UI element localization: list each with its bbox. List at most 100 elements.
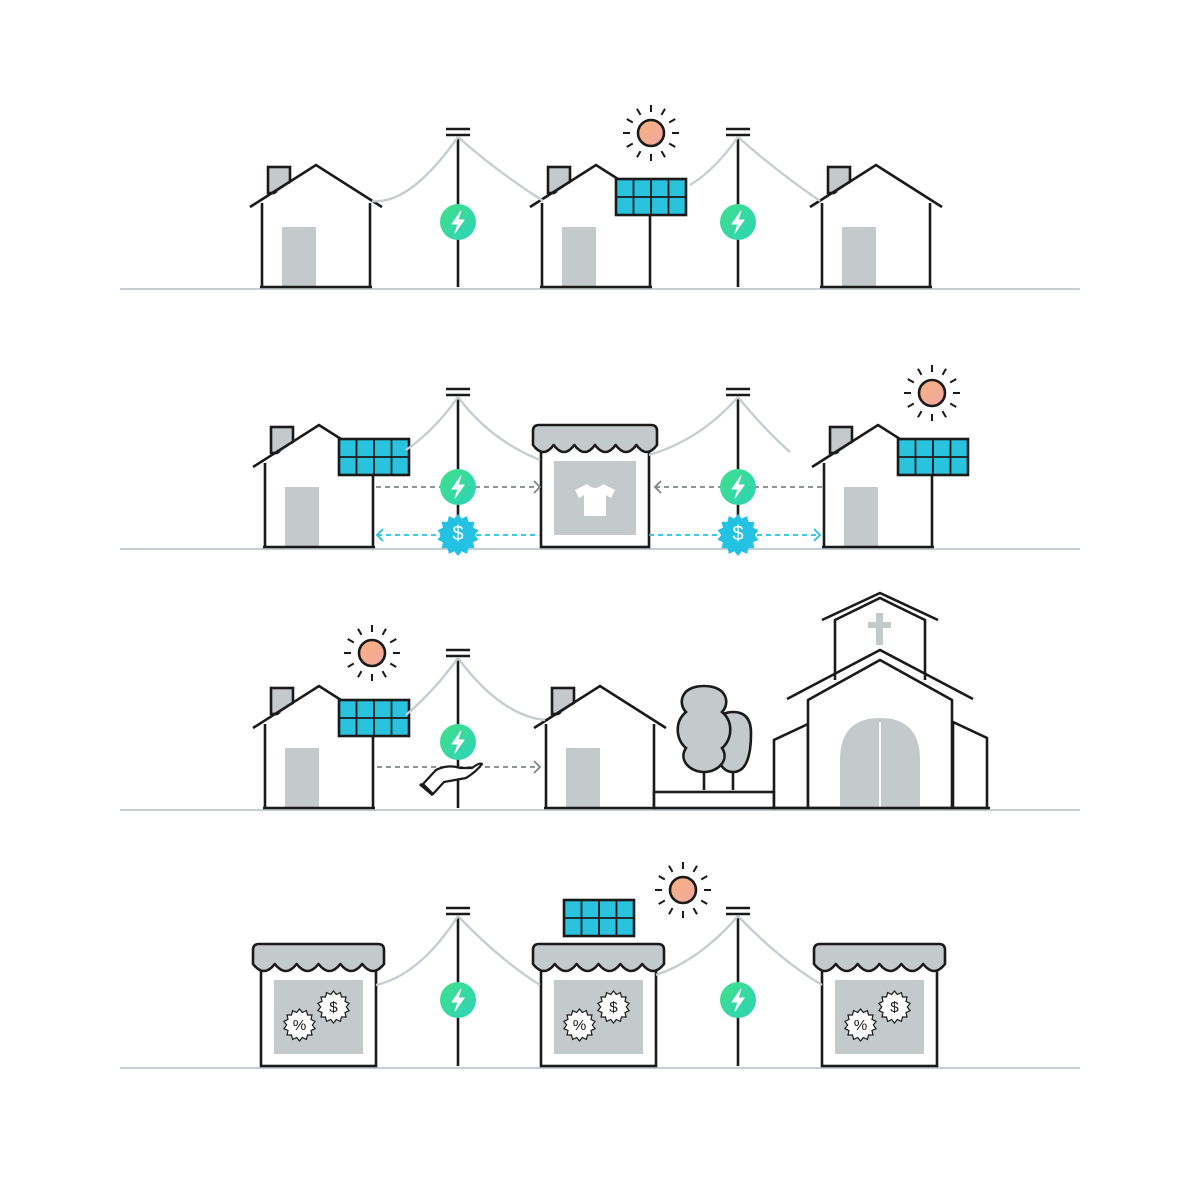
awning-shape	[531, 423, 659, 454]
cross-icon	[876, 613, 883, 645]
lightning-bolt-icon	[720, 469, 756, 505]
house	[811, 423, 970, 549]
solar-panel-icon	[562, 898, 636, 938]
bolt-glyph	[731, 210, 745, 234]
dollar-badge-shape	[596, 990, 631, 1024]
sun-ray	[626, 142, 634, 148]
badge-symbol: $	[452, 523, 463, 545]
house-door	[285, 487, 319, 547]
dollar-badge-icon: $	[316, 990, 351, 1024]
lightning-bolt-icon	[720, 982, 756, 1018]
solar-panel-icon	[614, 177, 688, 217]
arrow-head	[533, 480, 542, 494]
house	[533, 684, 667, 810]
sun-ray	[658, 899, 666, 905]
lightning-bolt-icon	[440, 724, 476, 760]
percent-badge-icon: %	[562, 1008, 597, 1042]
dollar-badge-shape	[877, 990, 912, 1024]
sun-ray	[357, 670, 363, 678]
badge-symbol: $	[329, 999, 338, 1016]
power-wire	[405, 657, 459, 716]
sun-ray	[668, 907, 674, 915]
sun-ray	[658, 875, 666, 881]
bolt-glyph	[451, 475, 465, 499]
lightning-bolt-icon	[720, 204, 756, 240]
power-wire	[405, 396, 459, 451]
sun-ray	[668, 865, 674, 873]
shop	[531, 898, 666, 1068]
wall-shape	[652, 790, 776, 810]
sun-ray	[389, 638, 397, 644]
house	[252, 684, 411, 810]
sun-ray	[941, 368, 947, 376]
power-wire	[655, 915, 739, 977]
house	[249, 163, 383, 289]
dollar-badge-icon: $	[437, 514, 479, 556]
percent-badge-icon: %	[843, 1008, 878, 1042]
house-walls	[820, 203, 932, 287]
sun-ray	[636, 150, 642, 158]
sun-ray	[668, 142, 676, 148]
badge-symbol: $	[732, 523, 743, 545]
power-wire	[457, 657, 546, 722]
sun-disc	[668, 875, 698, 905]
sun-ray	[917, 410, 923, 418]
sun-ray	[660, 150, 666, 158]
bolt-glyph	[451, 988, 465, 1012]
badge-symbol: %	[854, 1017, 868, 1034]
house	[529, 163, 688, 289]
badge-symbol: %	[293, 1017, 307, 1034]
dollar-badge-icon: $	[596, 990, 631, 1024]
solar-panel-icon	[896, 437, 970, 477]
lightning-bolt-icon	[440, 469, 476, 505]
store-awning	[812, 942, 947, 973]
sun-ray	[381, 628, 387, 636]
power-wire	[375, 915, 460, 987]
sun-icon	[655, 862, 711, 918]
arrow-head	[653, 480, 662, 494]
house-walls	[263, 724, 375, 808]
sun-disc	[357, 638, 387, 668]
sun-ray	[636, 108, 642, 116]
house-door	[566, 748, 600, 808]
sun-icon	[344, 625, 400, 681]
church-wing-right	[951, 719, 989, 810]
dollar-badge-icon: $	[877, 990, 912, 1024]
sun-ray	[907, 402, 915, 408]
sun-icon	[623, 105, 679, 161]
bolt-glyph	[451, 210, 465, 234]
sun-ray	[907, 378, 915, 384]
low-wall	[652, 790, 776, 810]
hand-shape	[421, 762, 484, 796]
sun-ray	[949, 402, 957, 408]
house-walls	[822, 463, 934, 547]
percent-badge-shape	[282, 1008, 317, 1042]
badge-symbol: $	[609, 999, 618, 1016]
dollar-badge-icon: $	[717, 514, 759, 556]
house-roof	[249, 163, 383, 209]
sun-ray	[347, 638, 355, 644]
sun-ray	[917, 368, 923, 376]
sun-ray	[357, 628, 363, 636]
lightning-bolt-icon	[440, 204, 476, 240]
arrow-head	[813, 528, 822, 542]
house-door	[562, 227, 596, 287]
sun-ray	[700, 899, 708, 905]
sun-ray	[668, 118, 676, 124]
awning-shape	[531, 942, 666, 973]
t-shirt-icon	[575, 484, 615, 516]
dollar-badge-shape	[316, 990, 351, 1024]
sun-ray	[626, 118, 634, 124]
percent-badge-shape	[843, 1008, 878, 1042]
dollar-badge-shape	[437, 514, 479, 556]
sun-ray	[381, 670, 387, 678]
sun-disc	[636, 118, 666, 148]
badge-symbol: $	[890, 999, 899, 1016]
power-wire	[737, 915, 823, 987]
sun-ray	[700, 875, 708, 881]
sun-ray	[347, 662, 355, 668]
sun-icon	[904, 365, 960, 421]
sun-disc	[917, 378, 947, 408]
shop	[531, 423, 659, 549]
